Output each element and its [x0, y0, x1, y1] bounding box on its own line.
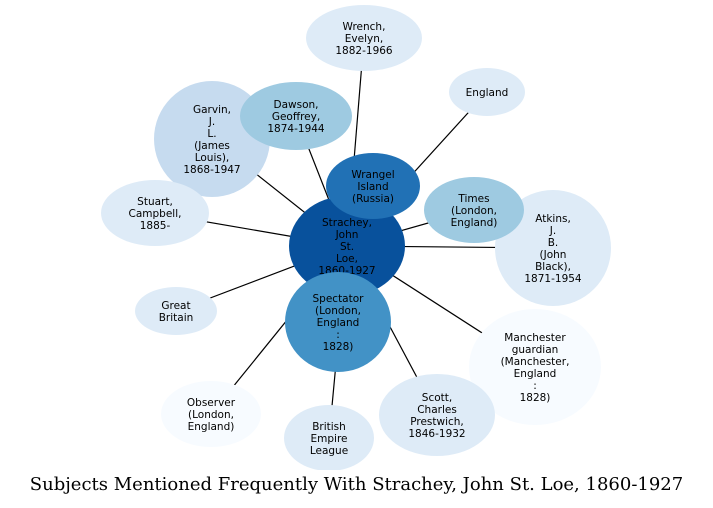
node-label-garvin: Louis),	[195, 152, 230, 164]
node-manchester[interactable]: Manchesterguardian(Manchester,England:18…	[469, 309, 601, 425]
node-label-manchester: 1828)	[520, 392, 551, 404]
node-label-atkins: Atkins,	[535, 213, 571, 225]
node-label-atkins: Black),	[535, 261, 571, 273]
node-bubble-times	[424, 177, 524, 243]
node-label-british-empire: League	[310, 445, 348, 457]
node-label-scott: Prestwich,	[410, 416, 464, 428]
node-label-manchester: Manchester	[504, 332, 566, 344]
node-observer[interactable]: Observer(London,England)	[161, 381, 261, 447]
node-label-stuart: 1885-	[140, 220, 171, 232]
node-label-garvin: L.	[207, 128, 216, 140]
node-label-stuart: Stuart,	[137, 196, 173, 208]
node-label-strachey: Strachey,	[322, 217, 372, 229]
node-wrench[interactable]: Wrench,Evelyn,1882-1966	[306, 5, 422, 71]
node-label-spectator: England	[317, 317, 360, 329]
node-england[interactable]: England	[449, 68, 525, 116]
node-label-strachey: Loe,	[336, 253, 358, 265]
node-label-stuart: Campbell,	[129, 208, 182, 220]
node-label-observer: (London,	[188, 409, 234, 421]
node-label-times: England)	[451, 217, 498, 229]
node-label-wrench: Wrench,	[343, 21, 386, 33]
node-bubble-strachey	[289, 196, 405, 296]
node-label-scott: 1846-1932	[408, 428, 465, 440]
node-label-manchester: guardian	[512, 344, 559, 356]
node-label-spectator: Spectator	[313, 293, 365, 305]
node-label-garvin: J.	[208, 116, 215, 128]
node-label-strachey: St.	[340, 241, 354, 253]
diagram-title: Subjects Mentioned Frequently With Strac…	[29, 474, 684, 495]
node-label-garvin: (James	[194, 140, 230, 152]
node-label-spectator: 1828)	[323, 341, 354, 353]
node-label-observer: Observer	[187, 397, 236, 409]
node-bubble-dawson	[240, 82, 352, 150]
node-label-manchester: :	[533, 380, 537, 392]
node-label-british-empire: British	[312, 421, 346, 433]
node-label-dawson: Dawson,	[274, 99, 319, 111]
node-label-dawson: Geoffrey,	[272, 111, 320, 123]
node-spectator[interactable]: Spectator(London,England:1828)	[285, 272, 391, 372]
node-bubble-wrench	[306, 5, 422, 71]
node-stuart[interactable]: Stuart,Campbell,1885-	[101, 180, 209, 246]
node-bubble-wrangel	[326, 153, 420, 219]
node-label-manchester: England	[514, 368, 557, 380]
node-label-garvin: Garvin,	[193, 104, 231, 116]
node-bubble-scott	[379, 374, 495, 456]
node-label-spectator: :	[336, 329, 340, 341]
node-bubble-spectator	[285, 272, 391, 372]
node-label-wrangel: Island	[357, 181, 388, 193]
node-label-great-britain: Britain	[159, 312, 194, 324]
node-label-wrangel: Wrangel	[351, 169, 394, 181]
node-times[interactable]: Times(London,England)	[424, 177, 524, 243]
node-label-wrench: 1882-1966	[335, 45, 393, 57]
node-bubble-observer	[161, 381, 261, 447]
node-label-scott: Scott,	[422, 392, 452, 404]
node-label-spectator: (London,	[315, 305, 361, 317]
node-label-strachey: John	[335, 229, 359, 241]
graph-canvas: Wrench,Evelyn,1882-1966EnglandGarvin,J.L…	[101, 5, 611, 470]
node-bubble-british-empire	[284, 405, 374, 470]
node-label-observer: England)	[188, 421, 235, 433]
node-label-england: England	[466, 87, 509, 99]
node-label-manchester: (Manchester,	[501, 356, 570, 368]
node-label-times: (London,	[451, 205, 497, 217]
node-bubble-manchester	[469, 309, 601, 425]
node-label-scott: Charles	[417, 404, 457, 416]
node-bubble-atkins	[495, 190, 611, 306]
node-label-british-empire: Empire	[311, 433, 348, 445]
node-label-atkins: 1871-1954	[524, 273, 582, 285]
node-label-atkins: J.	[549, 225, 556, 237]
node-bubble-stuart	[101, 180, 209, 246]
node-label-wrangel: (Russia)	[352, 193, 394, 205]
node-dawson[interactable]: Dawson,Geoffrey,1874-1944	[240, 82, 352, 150]
node-bubble-england	[449, 68, 525, 116]
node-label-atkins: B.	[548, 237, 559, 249]
node-label-dawson: 1874-1944	[267, 123, 325, 135]
node-label-wrench: Evelyn,	[345, 33, 383, 45]
node-label-garvin: 1868-1947	[183, 164, 240, 176]
node-label-great-britain: Great	[161, 300, 190, 312]
node-label-times: Times	[457, 193, 489, 205]
node-bubble-great-britain	[135, 287, 217, 335]
node-label-atkins: (John	[540, 249, 567, 261]
